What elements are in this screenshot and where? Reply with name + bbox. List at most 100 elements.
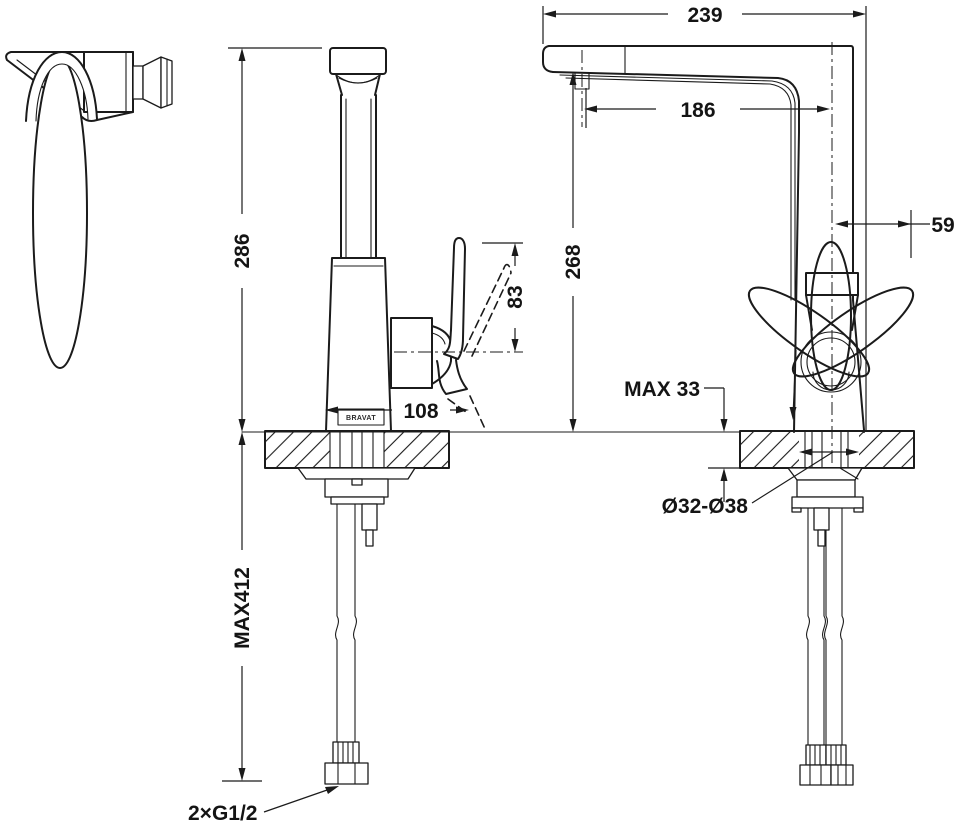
front-handle-lever-up [443,237,466,360]
side-mount-plate [791,496,864,509]
dim-max412-arrow-top [238,432,246,445]
dim-186-text: 186 [680,99,715,122]
side-mount-stud [813,507,830,531]
hole-diameter-arrow-left [799,448,812,456]
side-hose-knurl-left-lines [809,744,821,766]
side-hose-knurl-right-lines [830,744,842,766]
top-view-spout-arch-band [26,52,97,121]
side-handle-sweep-right [791,286,915,378]
front-mount-stud-tip [365,529,374,547]
dim-268-text: 268 [562,244,585,279]
side-mount-block [796,479,856,498]
front-neck-left-edge [335,73,343,96]
dim-108-text: 108 [403,400,438,423]
thread-leader-arrowhead [325,786,339,794]
deck-hatch-side-right [859,432,913,467]
dim-max33-arrow-up [720,468,728,481]
front-hose-knurl [332,741,360,764]
dim-186-arrow-right [817,105,830,113]
side-pivot-circle-outer [800,331,862,393]
dim-max412-arrow-bottom [238,768,246,781]
top-view-handle-lever [32,57,88,369]
dim-83-text: 83 [504,285,527,308]
hole-diameter-text: Ø32-Ø38 [662,495,749,518]
front-spout-cap-arc-outer [334,73,382,84]
countertop [241,430,915,469]
dim-83-arrow-bottom [511,339,519,352]
side-spout-underside [552,71,800,433]
top-view-aerator-neck [132,65,144,100]
dim-286-arrow-top [238,48,246,61]
front-hose-knurl-lines [337,741,354,764]
dim-239-arrow-right [853,10,866,18]
dim-max33-arrow-down [720,419,728,432]
dim-239-text: 239 [687,4,722,27]
dim-239-arrow-left [543,10,556,18]
side-pivot-circle-inner [806,337,856,387]
front-spout-cap [329,47,387,75]
top-view-spout-arch-inner [35,63,89,122]
top-view-aerator-cup [142,56,162,109]
front-hose-hex-facets [337,762,356,785]
under-deck-front [297,467,416,785]
side-handle-sweep-center [810,241,852,391]
side-hex-nut-right-facets [837,764,847,786]
dim-59-arrow-left [835,220,848,228]
side-spout-outline [548,45,865,433]
front-body-outline [325,257,392,432]
top-view [5,51,173,369]
front-neck-right-edge [374,73,381,96]
thread-text: 2×G1/2 [188,802,257,825]
front-pivot-spool-inner [431,332,446,345]
dim-268-arrow-bottom [569,419,577,432]
side-hex-nut-right [830,764,854,786]
dim-186-arrow-left [584,105,597,113]
dimensions: 239 186 59 268 286 MAX412 [188,4,955,825]
front-mount-plate [330,496,385,505]
dim-83-arrow-top [511,243,519,256]
front-mount-stud [361,503,378,531]
side-body-front-edge-pointer [792,349,797,417]
side-hose-knurl-left [805,744,827,766]
side-mount-foot-left [791,507,802,513]
side-mount-stud-tip [817,529,826,547]
side-spout-channel-line-2 [565,77,792,301]
front-view: BRAVAT [325,47,523,432]
dim-max33-text: MAX 33 [624,378,700,401]
front-hose-hex-nut [324,762,369,785]
front-handle-alt-position-dashed [463,263,512,357]
brand-logo-text: BRAVAT [346,415,376,422]
front-supply-hose [335,503,357,743]
hole-diameter-leader [751,451,834,504]
front-handle-down-funnel [436,359,468,395]
dim-108-arrow-right [456,406,469,414]
front-spout-cap-arc-inner [338,77,378,84]
front-mount-notch [351,478,363,486]
dim-286-text: 286 [231,233,254,268]
deck-hatch-front-right [384,432,448,467]
dim-239-extensions [542,6,867,430]
side-supply-hoses [806,507,844,746]
side-mount-foot-right [853,507,864,513]
side-mount-flange-tab [839,467,859,480]
front-handle-mount-block [390,317,433,389]
dim-108-arrow-left [325,406,338,414]
dim-max412-text: MAX412 [231,567,254,649]
side-hex-nut-left [799,764,832,786]
dim-108-extension-dashed [469,395,487,432]
side-spout-channel-line-1 [559,74,796,301]
side-hex-nut-left-facets [809,764,822,786]
top-view-spout-arch-outer [25,51,98,122]
front-logo-plate [337,408,385,426]
side-handle-sweep-left [747,286,871,378]
dim-59-text: 59 [931,214,954,237]
dim-max33-lines [704,387,725,502]
front-mount-flange [297,467,416,480]
deck-hatch-front-left [266,432,330,467]
thread-leader [263,788,331,813]
side-body-front-edge-arrowhead [789,407,797,420]
deck-front-shank-lines [329,431,385,469]
dim-286-arrow-bottom [238,419,246,432]
